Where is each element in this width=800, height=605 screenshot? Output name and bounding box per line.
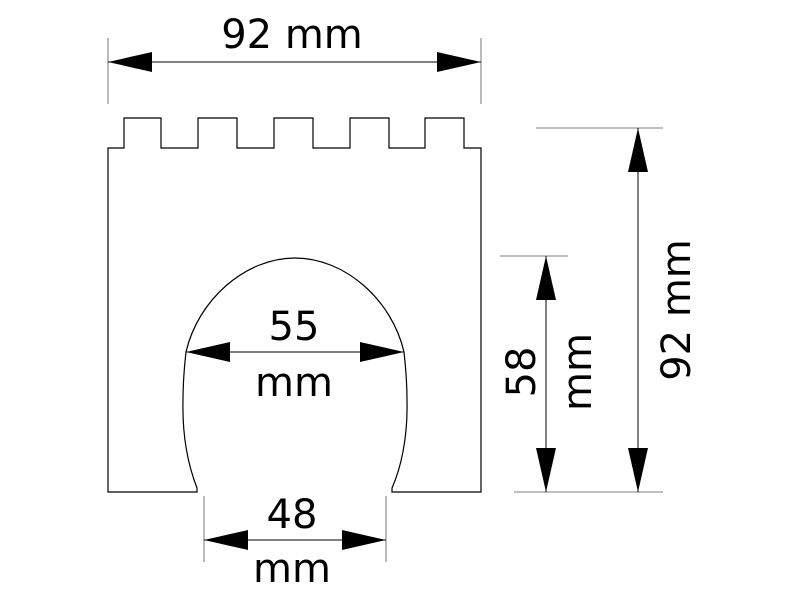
- arrowhead-bottom: [628, 448, 648, 492]
- arch-height-dimension: 58 mm: [499, 255, 601, 492]
- arrowhead-top: [628, 128, 648, 172]
- arch-width-dimension: 55 mm: [186, 304, 404, 406]
- arrowhead-right: [342, 530, 386, 550]
- right-height-label: 92 mm: [654, 239, 700, 381]
- arch-height-unit: mm: [555, 333, 601, 411]
- arrowhead-right: [437, 52, 481, 72]
- arch-width-value: 55: [269, 304, 320, 350]
- opening-width-value: 48: [267, 492, 318, 538]
- arrowhead-bottom: [536, 448, 556, 492]
- arch-width-unit: mm: [255, 360, 333, 406]
- arch-height-value: 58: [499, 347, 545, 398]
- opening-width-unit: mm: [253, 546, 331, 592]
- arrowhead-left: [186, 342, 230, 362]
- top-width-dimension: 92 mm: [107, 12, 482, 104]
- portal-outline: [107, 117, 482, 493]
- right-height-dimension: 92 mm: [514, 127, 700, 493]
- arrowhead-left: [204, 530, 248, 550]
- arrowhead-left: [108, 52, 152, 72]
- opening-width-dimension: 48 mm: [203, 492, 387, 592]
- arrowhead-top: [536, 256, 556, 300]
- top-width-label: 92 mm: [221, 12, 363, 58]
- arrowhead-right: [360, 342, 404, 362]
